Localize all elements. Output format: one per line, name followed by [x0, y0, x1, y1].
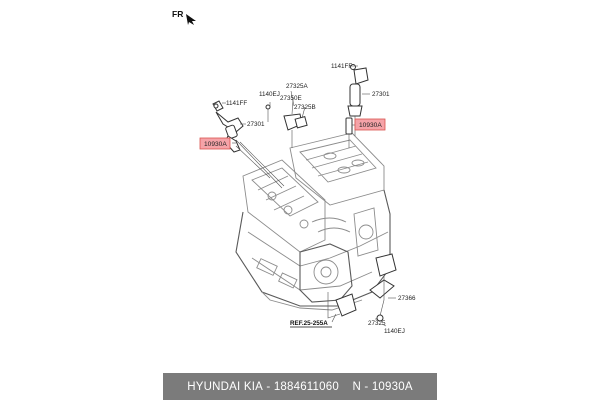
footer-code: N - 10930A — [352, 380, 413, 393]
highlight-box-right — [354, 118, 386, 131]
sensor-brackets — [265, 104, 308, 148]
label-10930a-right: 10930A — [359, 122, 382, 129]
label-27325a: 27325A — [286, 83, 309, 90]
footer-part-number: 1884611060 — [273, 380, 339, 393]
spark-plug-left — [224, 135, 271, 179]
spark-plug-right — [345, 117, 353, 148]
label-1140ej-top: 1140EJ — [259, 91, 280, 98]
reference-label: REF.25-255A — [290, 320, 332, 328]
highlight-box-left — [199, 137, 231, 150]
label-1140ej-bottom: 1140EJ — [384, 328, 405, 335]
front-orientation-marker: FR — [172, 9, 196, 25]
label-1141ff-left: 1141FF — [226, 100, 247, 107]
label-27366: 27366 — [398, 295, 416, 302]
label-27301-left: 27301 — [247, 121, 265, 128]
ignition-coil-left — [212, 100, 285, 189]
direction-arrow-icon — [186, 14, 196, 25]
label-27350e: 27350E — [280, 95, 302, 102]
ignition-coil-right — [347, 64, 369, 136]
label-1141ff-right: 1141FF — [331, 63, 352, 70]
reference-text: REF.25-255A — [290, 320, 328, 327]
engine-exploded-diagram: FR — [172, 9, 416, 335]
label-27325-bottom: 27325 — [368, 320, 386, 327]
callout-labels: 1141FF 27301 10930A 1140EJ 27325A 27350E… — [199, 63, 416, 335]
footer-bar: HYUNDAI KIA - 1884611060 N - 10930A — [163, 373, 437, 400]
crank-sensor-assembly — [327, 253, 397, 322]
footer-brand: HYUNDAI KIA — [187, 380, 263, 393]
engine-block — [235, 132, 391, 311]
label-27301-right: 27301 — [372, 91, 390, 98]
label-27325b: 27325B — [294, 104, 316, 111]
label-10930a-left: 10930A — [204, 141, 227, 148]
fr-label: FR — [172, 9, 183, 19]
